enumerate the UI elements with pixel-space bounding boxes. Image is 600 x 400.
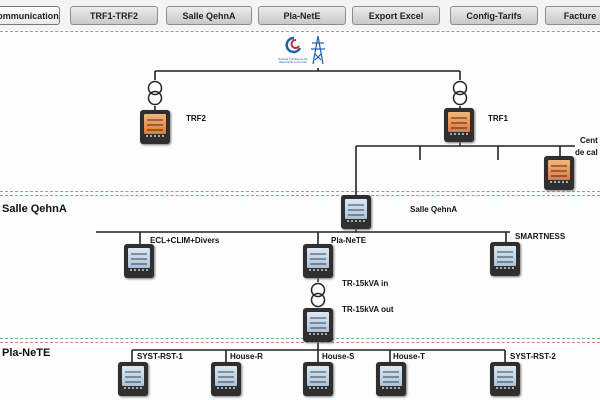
plate-separator-upper — [0, 338, 600, 339]
smartness-label: SMARTNESS — [515, 232, 566, 241]
tab-pla-nete[interactable]: Pla-NetE — [258, 6, 346, 25]
plate-section-title: Pla-NeTE — [2, 347, 51, 359]
tab-facture[interactable]: Facture — [545, 6, 600, 25]
trf1-label: TRF1 — [488, 114, 508, 123]
tab-config-tarifs[interactable]: Config-Tarifs — [450, 6, 538, 25]
central-meter[interactable] — [544, 156, 574, 190]
central-label-line1: Cent — [580, 136, 598, 145]
steg-logo-flame-icon — [290, 39, 300, 49]
house-s-meter[interactable] — [303, 362, 333, 396]
smartness-meter[interactable] — [490, 242, 520, 276]
steg-logo-text: Société Tunisienne de l'Electricité et d… — [278, 57, 308, 64]
tr15-out-meter[interactable] — [303, 308, 333, 342]
ecl-meter[interactable] — [124, 244, 154, 278]
plate-separator-lower — [0, 342, 600, 343]
trf1-meter[interactable] — [444, 108, 474, 142]
trf2-meter[interactable] — [140, 110, 170, 144]
syst-rst-1-label: SYST-RST-1 — [137, 352, 183, 361]
house-t-meter[interactable] — [376, 362, 406, 396]
salle-separator-lower — [0, 195, 600, 196]
central-label-line2: de cal — [575, 148, 598, 157]
tab-salle-qehna[interactable]: Salle QehnA — [166, 6, 252, 25]
house-s-label: House-S — [322, 352, 355, 361]
house-r-label: House-R — [230, 352, 263, 361]
ecl-label: ECL+CLIM+Divers — [150, 236, 220, 245]
steg-logo: Société Tunisienne de l'Electricité et d… — [278, 34, 334, 70]
tab-export-excel[interactable]: Export Excel — [352, 6, 440, 25]
tr15-in-label: TR-15kVA in — [342, 279, 389, 288]
salle-separator-upper — [0, 191, 600, 192]
house-r-meter[interactable] — [211, 362, 241, 396]
salle-section-title: Salle QehnA — [2, 203, 67, 215]
house-t-label: House-T — [393, 352, 425, 361]
salle-main-meter-label: Salle QehnA — [410, 205, 458, 214]
tr15-transformer-icon — [310, 282, 326, 308]
steg-logo-swirl-icon — [285, 36, 302, 54]
plate-feeder-meter[interactable] — [303, 244, 333, 278]
tab-trf1-trf2[interactable]: TRF1-TRF2 — [70, 6, 158, 25]
plate-feeder-label: Pla-NeTE — [331, 236, 367, 245]
salle-main-meter[interactable] — [341, 195, 371, 229]
tab-communication[interactable]: ommunication — [0, 6, 60, 25]
tr15-out-label: TR-15kVA out — [342, 305, 394, 314]
syst-rst-2-meter[interactable] — [490, 362, 520, 396]
trf1-transformer-icon — [452, 80, 468, 106]
trf2-transformer-icon — [147, 80, 163, 106]
trf2-label: TRF2 — [186, 114, 206, 123]
syst-rst-2-label: SYST-RST-2 — [510, 352, 556, 361]
toolbar-separator — [0, 31, 600, 32]
syst-rst-1-meter[interactable] — [118, 362, 148, 396]
top-toolbar: ommunication TRF1-TRF2 Salle QehnA Pla-N… — [0, 0, 600, 30]
pylon-icon — [311, 35, 325, 65]
